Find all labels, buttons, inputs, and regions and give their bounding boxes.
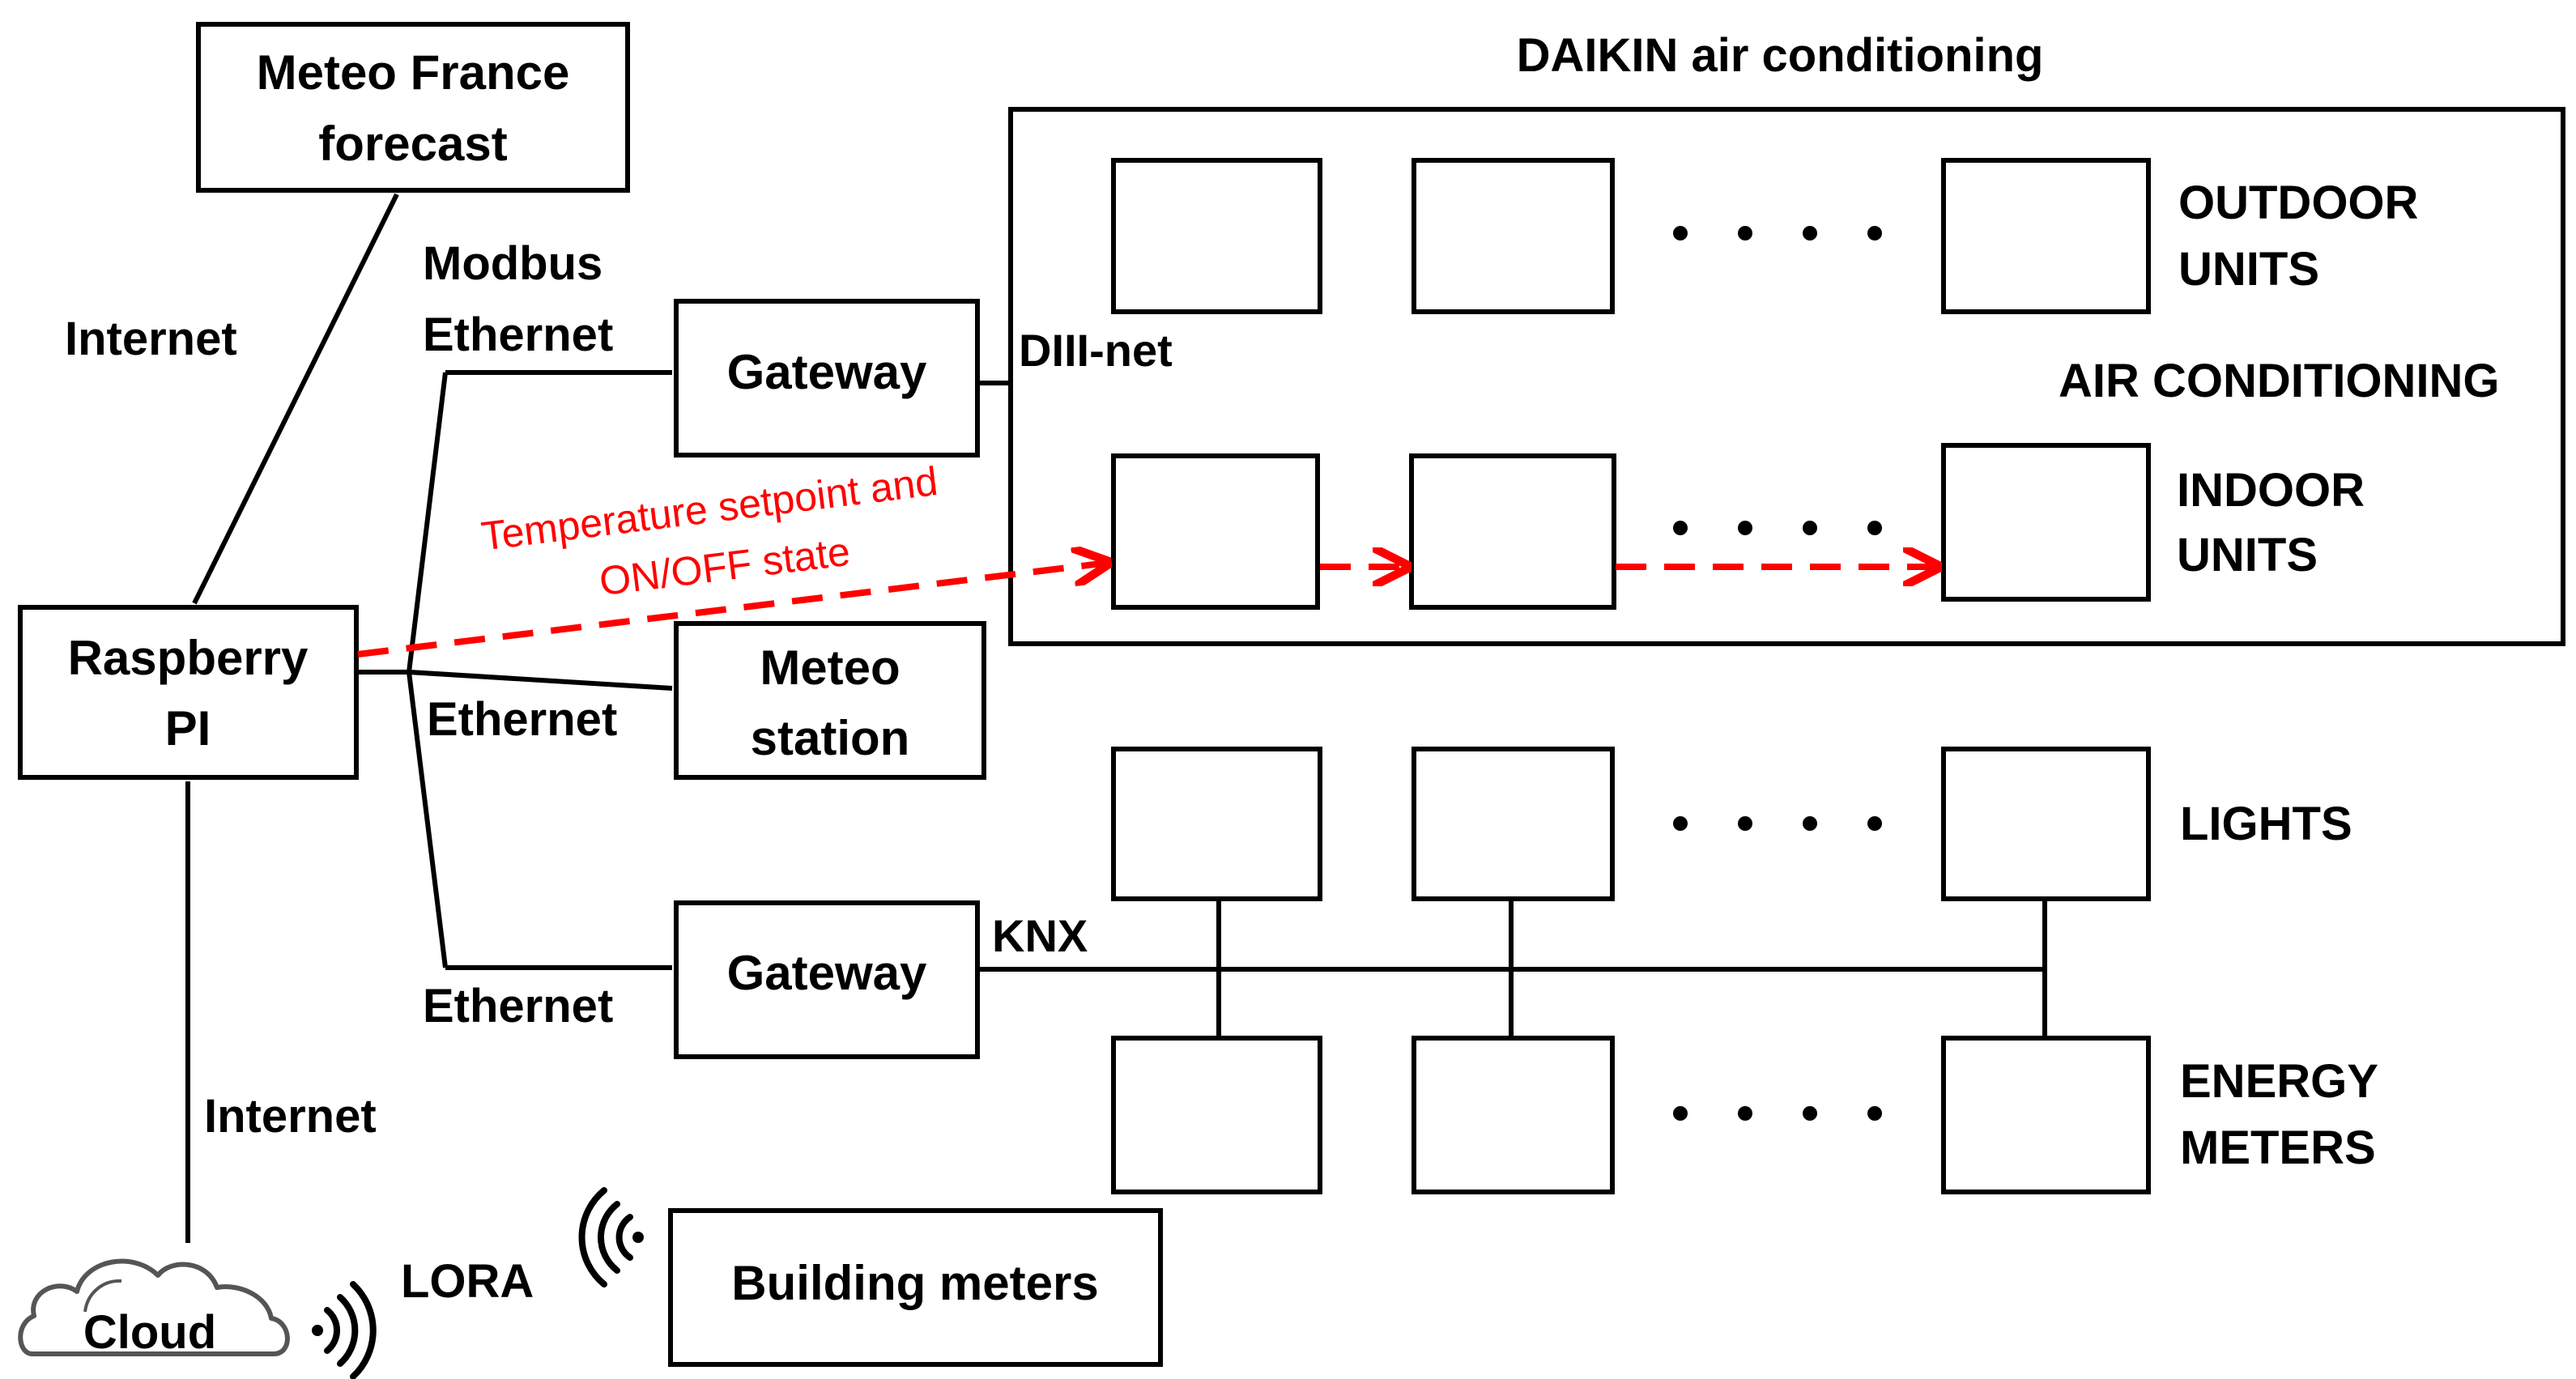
raspberry-label-line2: PI xyxy=(165,701,211,755)
modbus-ethernet-label: Ethernet xyxy=(423,309,613,361)
energy-meters-label-line2: METERS xyxy=(2180,1122,2376,1174)
setpoint-annotation-line1: Temperature setpoint and xyxy=(479,458,940,560)
outdoor-units-label-line2: UNITS xyxy=(2178,243,2319,296)
indoor-units-label-line2: UNITS xyxy=(2177,529,2318,581)
daikin-title: DAIKIN air conditioning xyxy=(1517,29,2044,82)
meteo-station-label-line1: Meteo xyxy=(760,641,900,695)
knx-ethernet-link xyxy=(407,671,448,968)
meteo-france-label-line1: Meteo France xyxy=(257,45,570,100)
meteo-station-box xyxy=(674,621,986,780)
outdoor-unit-box xyxy=(1411,158,1615,314)
cloud-icon xyxy=(18,1258,290,1356)
internet-bottom-label: Internet xyxy=(204,1090,377,1143)
lights-ellipsis xyxy=(1673,816,1882,831)
ethernet-meteo-label: Ethernet xyxy=(427,693,617,746)
gateway-modbus-label: Gateway xyxy=(727,345,927,399)
energy-meter-box xyxy=(1111,1036,1322,1194)
modbus-ethernet-link xyxy=(407,372,448,673)
lora-label: LORA xyxy=(401,1255,534,1308)
indoor-unit-box xyxy=(1409,453,1616,610)
energy-meter-box xyxy=(1411,1036,1615,1194)
outdoor-units-label-line1: OUTDOOR xyxy=(2178,177,2418,229)
light-device-box xyxy=(1111,747,1322,901)
internet-link-meteo-france xyxy=(192,193,399,605)
ethernet-knx-label: Ethernet xyxy=(423,980,613,1032)
raspberry-label-line1: Raspberry xyxy=(68,631,309,685)
indoor-units-label-line1: INDOOR xyxy=(2177,464,2365,517)
gateway-modbus-box xyxy=(674,299,980,458)
meteo-france-label-line2: forecast xyxy=(318,117,507,171)
knx-label: KNX xyxy=(992,910,1088,961)
meteo-station-label-line2: station xyxy=(751,711,910,765)
gateway-knx-label: Gateway xyxy=(727,946,927,1000)
energy-ellipsis xyxy=(1673,1106,1882,1121)
outdoor-unit-box xyxy=(1111,158,1322,314)
internet-top-label: Internet xyxy=(65,313,237,365)
meteo-france-box xyxy=(196,22,630,193)
building-meters-label: Building meters xyxy=(731,1256,1098,1310)
light-device-box xyxy=(1941,747,2151,901)
light-device-box xyxy=(1411,747,1615,901)
indoor-ellipsis xyxy=(1673,521,1882,535)
energy-meters-label-line1: ENERGY xyxy=(2180,1055,2378,1108)
energy-meter-box xyxy=(1941,1036,2151,1194)
air-conditioning-bus-label: AIR CONDITIONING xyxy=(2059,355,2500,407)
outdoor-unit-box xyxy=(1941,158,2151,314)
lights-label: LIGHTS xyxy=(2180,798,2352,850)
outdoor-ellipsis xyxy=(1673,226,1882,240)
building-meters-box xyxy=(668,1208,1163,1367)
meteo-station-ethernet-link xyxy=(408,670,673,691)
indoor-unit-box xyxy=(1111,453,1320,610)
indoor-unit-box xyxy=(1941,443,2151,602)
cloud-wireless-icon xyxy=(312,1281,377,1379)
diii-net-label: DIII-net xyxy=(1019,325,1173,376)
raspberry-pi-box xyxy=(18,605,359,780)
gateway-knx-box xyxy=(674,900,980,1059)
setpoint-arrow-main xyxy=(357,563,1108,658)
lora-wireless-icon xyxy=(578,1187,644,1287)
modbus-label: Modbus xyxy=(423,237,602,290)
cloud-label: Cloud xyxy=(83,1306,216,1359)
